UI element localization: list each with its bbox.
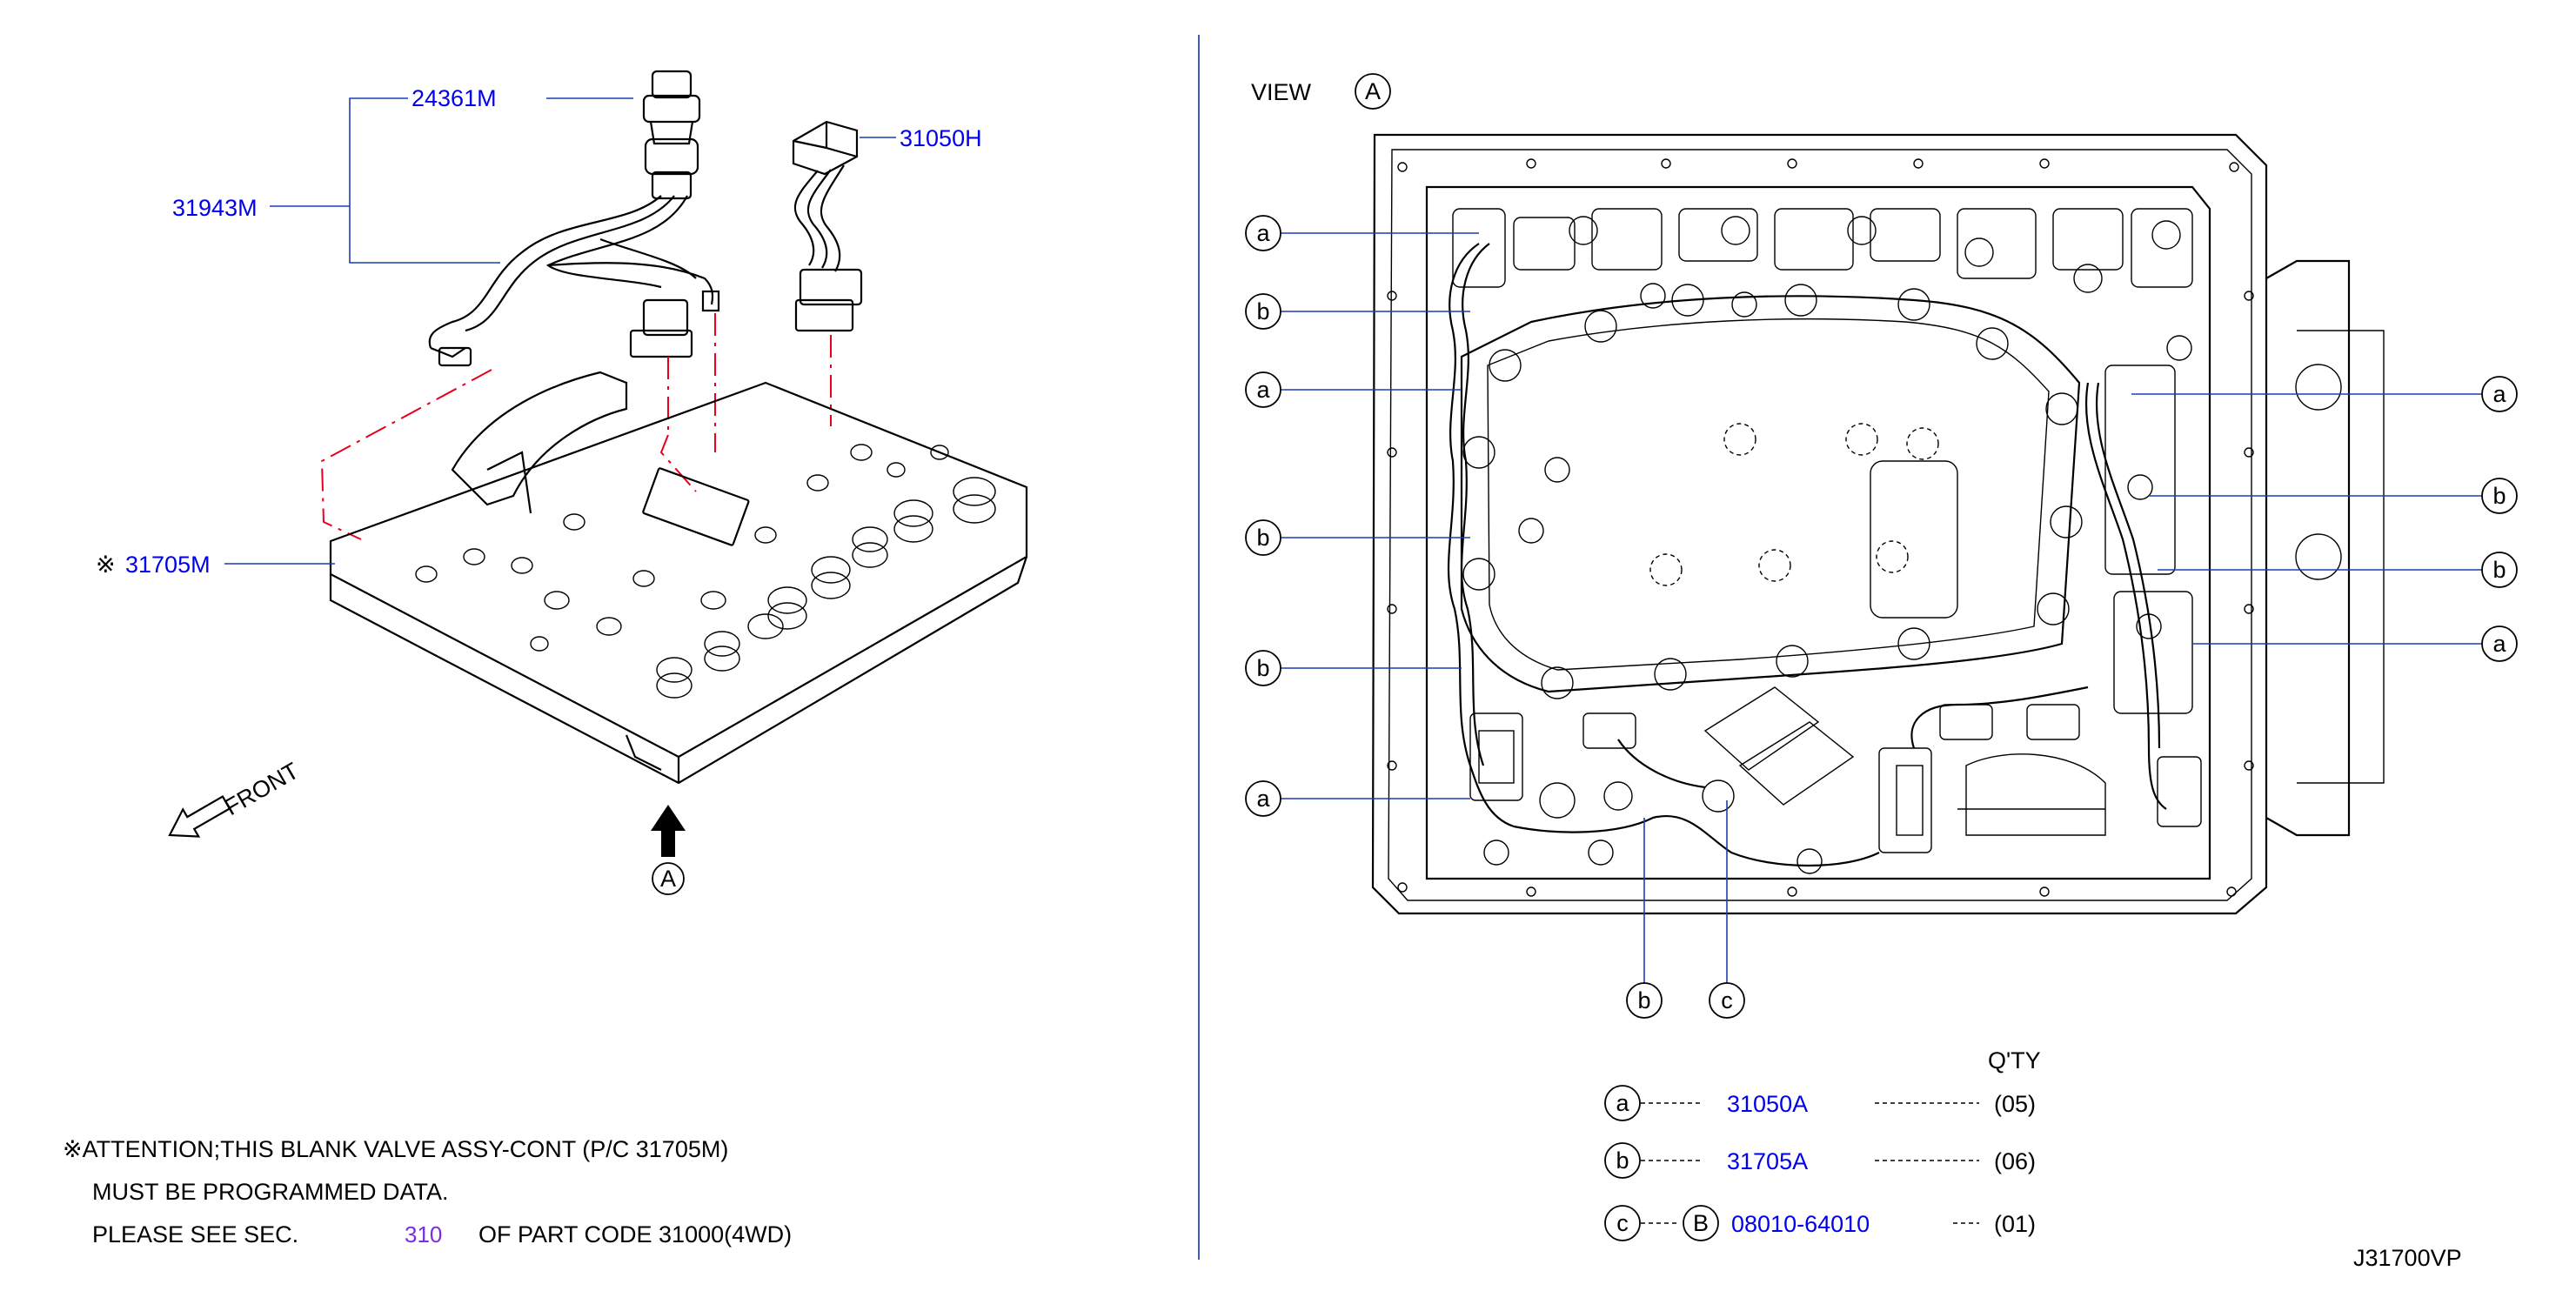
section-310-link[interactable]: 310	[405, 1221, 442, 1248]
qty-row-c: c B 08010-64010 (01)	[1604, 1205, 2036, 1241]
svg-text:c: c	[1721, 987, 1733, 1013]
part-24361M[interactable]: 24361M	[411, 85, 497, 111]
bolt-mark-circle	[1683, 1205, 1719, 1241]
svg-text:b: b	[2492, 557, 2506, 583]
svg-text:b: b	[1616, 1147, 1629, 1174]
qty-key-b	[1604, 1142, 1641, 1179]
svg-text:c: c	[1616, 1210, 1629, 1236]
callout-b-1[interactable]: b	[1245, 293, 1281, 330]
front-label: FRONT	[220, 758, 304, 820]
qty-value: (05)	[1994, 1091, 2036, 1117]
attention-line-1: ※ATTENTION;THIS BLANK VALVE ASSY-CONT (P…	[63, 1136, 728, 1162]
front-arrow-icon	[168, 795, 231, 838]
view-letter: A	[1365, 78, 1381, 104]
phantom-lines	[320, 313, 832, 540]
qty-part-08010-64010[interactable]: 08010-64010	[1731, 1211, 1870, 1237]
callout-c-1[interactable]: c	[1709, 982, 1745, 1019]
qty-key-c	[1604, 1205, 1641, 1241]
connector-31050H	[792, 120, 863, 332]
qty-row-a: a 31050A (05)	[1604, 1085, 2036, 1121]
wire-harness-31943M	[428, 195, 720, 367]
leader-31943M	[270, 97, 633, 264]
oil-pan-view	[1371, 133, 2385, 915]
callout-b-4[interactable]: b	[2481, 478, 2518, 514]
connector-24361M-icon	[642, 70, 701, 200]
callout-b-2[interactable]: b	[1245, 519, 1281, 556]
callout-b-3[interactable]: b	[1245, 650, 1281, 686]
callout-a-1[interactable]: a	[1245, 215, 1281, 251]
view-arrow-letter: A	[660, 866, 676, 892]
attention-line-3-pre: PLEASE SEE SEC.	[92, 1221, 298, 1248]
callout-b-6[interactable]: b	[1626, 982, 1663, 1019]
svg-text:b: b	[2492, 483, 2506, 509]
svg-text:a: a	[1256, 377, 1270, 403]
qty-value: (06)	[1994, 1148, 2036, 1174]
callout-a-5[interactable]: a	[2481, 625, 2518, 662]
attention-line-3-post: OF PART CODE 31000(4WD)	[478, 1221, 792, 1248]
qty-part-31705A[interactable]: 31705A	[1727, 1148, 1808, 1174]
view-arrow-icon	[651, 805, 686, 895]
callout-leaders	[1279, 232, 2484, 983]
qty-part-31050A[interactable]: 31050A	[1727, 1091, 1808, 1117]
svg-text:b: b	[1256, 655, 1269, 681]
svg-text:B: B	[1693, 1210, 1709, 1236]
svg-text:a: a	[1256, 786, 1270, 812]
drawing-code: J31700VP	[2353, 1245, 2462, 1271]
reference-mark: ※	[96, 552, 116, 578]
part-31050H[interactable]: 31050H	[900, 125, 982, 151]
qty-row-b: b 31705A (06)	[1604, 1142, 2036, 1179]
svg-text:a: a	[1256, 220, 1270, 246]
callout-a-4[interactable]: a	[2481, 376, 2518, 412]
part-31943M[interactable]: 31943M	[172, 195, 258, 221]
svg-text:a: a	[2492, 381, 2506, 407]
callout-b-5[interactable]: b	[2481, 552, 2518, 588]
svg-text:a: a	[1616, 1090, 1629, 1116]
qty-key-a	[1604, 1085, 1641, 1121]
svg-text:a: a	[2492, 631, 2506, 657]
svg-text:b: b	[1256, 525, 1269, 551]
valve-body-31705M	[329, 371, 1028, 785]
callout-a-2[interactable]: a	[1245, 371, 1281, 408]
view-title: VIEW	[1251, 79, 1312, 105]
part-31705M[interactable]: 31705M	[125, 552, 211, 578]
view-letter-circle	[1355, 73, 1391, 110]
svg-text:b: b	[1256, 298, 1269, 324]
callout-a-3[interactable]: a	[1245, 780, 1281, 817]
svg-text:b: b	[1637, 987, 1650, 1013]
attention-line-2: MUST BE PROGRAMMED DATA.	[92, 1179, 449, 1205]
qty-value: (01)	[1994, 1211, 2036, 1237]
qty-header: Q'TY	[1988, 1047, 2041, 1074]
